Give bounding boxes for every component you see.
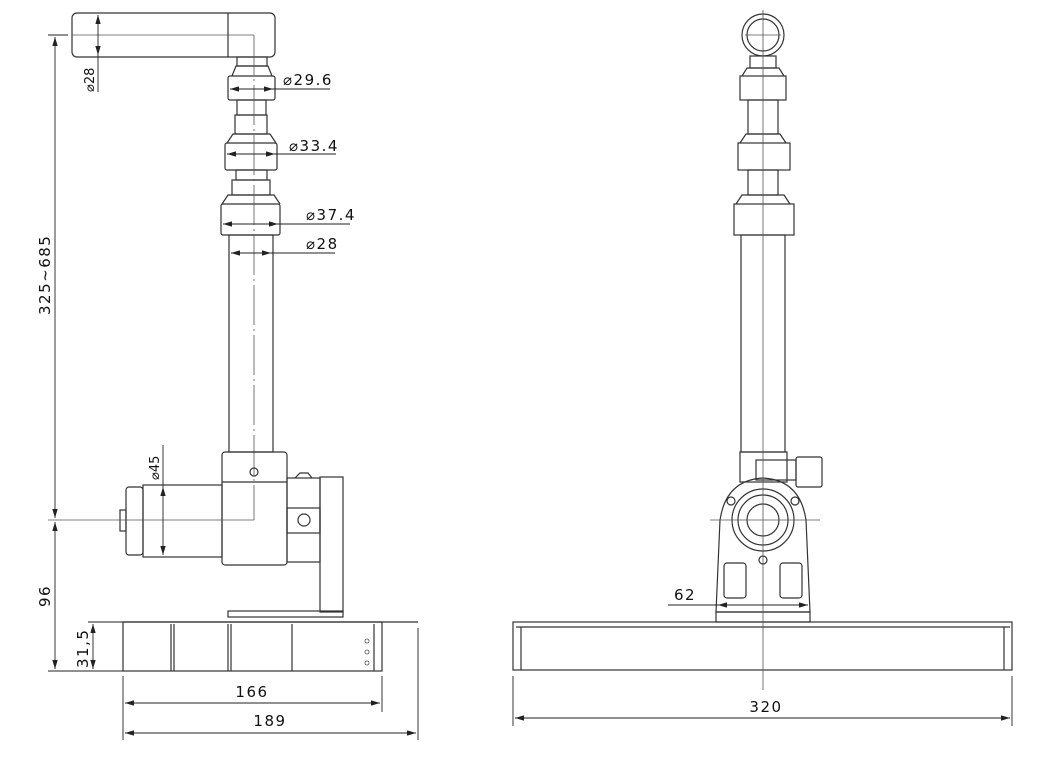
front-column — [733, 13, 795, 453]
base-width-label: 320 — [749, 698, 782, 716]
base-height-label: 31,5 — [74, 629, 92, 668]
base-depth-label: 166 — [235, 683, 268, 701]
ring2-diameter-label: ⌀33.4 — [289, 137, 339, 155]
camera-head — [48, 451, 344, 618]
ring3-diameter-label: ⌀37.4 — [306, 206, 356, 224]
column — [220, 35, 281, 520]
front-head — [710, 451, 823, 623]
ring1-diameter-label: ⌀29.6 — [283, 71, 333, 89]
overall-depth-label: 189 — [253, 712, 286, 730]
handle-diameter-label: ⌀28 — [83, 68, 98, 92]
tube-diameter-label: ⌀28 — [306, 235, 339, 253]
front-view: 62 320 — [512, 10, 1013, 726]
side-dimensions: ⌀28 ⌀29.6 ⌀33.4 ⌀37.4 ⌀28 ⌀45 325~685 96 — [36, 15, 419, 740]
front-base — [512, 621, 1013, 671]
base — [122, 621, 418, 672]
front-dimensions: 62 320 — [512, 586, 1013, 726]
camera-diameter-label: ⌀45 — [148, 456, 163, 480]
height-range-label: 325~685 — [36, 235, 54, 315]
head-height-label: 96 — [36, 585, 54, 607]
handle — [71, 12, 276, 58]
side-view: ⌀28 ⌀29.6 ⌀33.4 ⌀37.4 ⌀28 ⌀45 325~685 96 — [36, 12, 419, 740]
head-width-label: 62 — [674, 586, 696, 604]
